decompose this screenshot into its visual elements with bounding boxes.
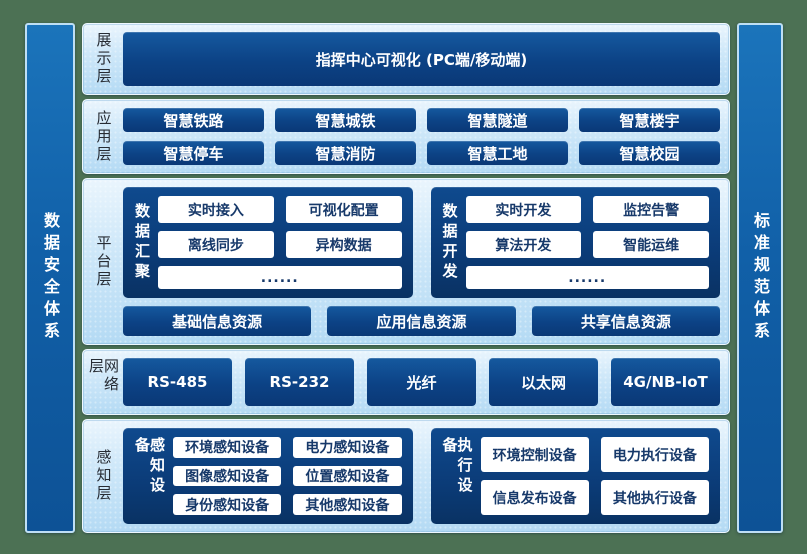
platform-layer-label: 平台层 bbox=[94, 234, 113, 289]
platform-resources: 基础信息资源 应用信息资源 共享信息资源 bbox=[123, 306, 720, 336]
group-sensing-devices-items: 环境感知设备 电力感知设备 图像感知设备 位置感知设备 身份感知设备 其他感知设… bbox=[173, 437, 402, 515]
display-layer-content: 指挥中心可视化 (PC端/移动端) bbox=[123, 32, 720, 86]
perception-item: 电力感知设备 bbox=[293, 437, 402, 458]
perception-item: 身份感知设备 bbox=[173, 494, 282, 515]
display-item-command-center: 指挥中心可视化 (PC端/移动端) bbox=[123, 32, 720, 86]
platform-item: 异构数据 bbox=[285, 231, 402, 258]
pillar-data-security: 数据安全体系 bbox=[25, 23, 75, 533]
pillar-data-security-label: 数据安全体系 bbox=[41, 212, 60, 344]
layer-panel-network: 网络层 RS-485 RS-232 光纤 以太网 4G/NB-IoT bbox=[82, 349, 730, 415]
platform-item: 算法开发 bbox=[465, 231, 582, 258]
app-item: 智慧消防 bbox=[275, 141, 416, 165]
app-item: 智慧校园 bbox=[579, 141, 720, 165]
network-layer-label-wrap: 网络层 bbox=[87, 358, 120, 406]
app-layer-label-wrap: 应用层 bbox=[92, 108, 114, 165]
resource-bar: 共享信息资源 bbox=[531, 306, 720, 336]
app-layer-label: 应用层 bbox=[94, 109, 113, 164]
platform-groups: 数据汇聚 实时接入 可视化配置 离线同步 异构数据 ...... 数据开发 bbox=[123, 187, 720, 298]
app-item: 智慧隧道 bbox=[427, 108, 568, 132]
perception-layer-content: 感知设备 环境感知设备 电力感知设备 图像感知设备 位置感知设备 身份感知设备 … bbox=[123, 428, 720, 524]
perception-item: 图像感知设备 bbox=[173, 465, 282, 487]
platform-item-more: ...... bbox=[158, 266, 402, 289]
group-data-development-title: 数据开发 bbox=[440, 202, 459, 283]
group-execution-devices-items: 环境控制设备 电力执行设备 信息发布设备 其他执行设备 bbox=[480, 437, 709, 515]
display-layer-label: 展示层 bbox=[94, 32, 113, 86]
app-item: 智慧停车 bbox=[123, 141, 264, 165]
group-sensing-devices-title: 感知设备 bbox=[133, 437, 166, 497]
layer-panel-display: 展示层 指挥中心可视化 (PC端/移动端) bbox=[82, 23, 730, 95]
platform-item: 监控告警 bbox=[593, 196, 709, 223]
group-execution-devices-title: 执行设备 bbox=[440, 437, 474, 497]
layer-panel-platform: 平台层 数据汇聚 实时接入 可视化配置 离线同步 异构数据 ...... bbox=[82, 178, 730, 345]
group-sensing-devices: 感知设备 环境感知设备 电力感知设备 图像感知设备 位置感知设备 身份感知设备 … bbox=[123, 428, 413, 524]
group-data-development: 数据开发 实时开发 监控告警 算法开发 智能运维 ...... bbox=[430, 187, 720, 298]
network-item: RS-485 bbox=[123, 358, 232, 406]
perception-layer-label: 感知层 bbox=[94, 449, 113, 503]
layer-panel-application: 应用层 智慧铁路 智慧城铁 智慧隧道 智慧楼宇 智慧停车 智慧消防 智慧工地 智… bbox=[82, 99, 730, 174]
platform-layer-label-wrap: 平台层 bbox=[92, 187, 114, 336]
network-layer-row: RS-485 RS-232 光纤 以太网 4G/NB-IoT bbox=[123, 358, 720, 406]
resource-bar: 基础信息资源 bbox=[123, 306, 312, 336]
network-item: 以太网 bbox=[489, 358, 598, 406]
group-data-aggregation-items: 实时接入 可视化配置 离线同步 异构数据 ...... bbox=[158, 196, 402, 289]
perception-item: 信息发布设备 bbox=[480, 480, 589, 515]
network-item: 光纤 bbox=[367, 358, 476, 406]
pillar-standard-spec-label: 标准规范体系 bbox=[751, 212, 770, 344]
app-item: 智慧铁路 bbox=[123, 108, 264, 132]
perception-item: 其他执行设备 bbox=[600, 480, 709, 515]
platform-layer-content: 数据汇聚 实时接入 可视化配置 离线同步 异构数据 ...... 数据开发 bbox=[123, 187, 720, 336]
platform-item: 实时开发 bbox=[465, 196, 582, 223]
display-layer-label-wrap: 展示层 bbox=[92, 32, 114, 86]
group-data-aggregation-title: 数据汇聚 bbox=[133, 202, 151, 283]
platform-item: 可视化配置 bbox=[285, 196, 402, 223]
app-layer-grid: 智慧铁路 智慧城铁 智慧隧道 智慧楼宇 智慧停车 智慧消防 智慧工地 智慧校园 bbox=[123, 108, 720, 165]
perception-item: 环境控制设备 bbox=[480, 437, 589, 472]
group-execution-devices-title-wrap: 执行设备 bbox=[440, 437, 474, 515]
network-item: 4G/NB-IoT bbox=[611, 358, 720, 406]
layer-stack: 展示层 指挥中心可视化 (PC端/移动端) 应用层 智慧铁路 智慧城铁 智慧隧道… bbox=[82, 23, 730, 533]
group-sensing-devices-title-wrap: 感知设备 bbox=[133, 437, 166, 515]
layer-panel-perception: 感知层 感知设备 环境感知设备 电力感知设备 图像感知设备 位置感知设备 身份感… bbox=[82, 419, 730, 533]
app-item: 智慧城铁 bbox=[275, 108, 416, 132]
perception-item: 电力执行设备 bbox=[600, 437, 709, 472]
platform-item: 离线同步 bbox=[158, 231, 274, 258]
group-data-development-items: 实时开发 监控告警 算法开发 智能运维 ...... bbox=[465, 196, 709, 289]
platform-item: 智能运维 bbox=[593, 231, 709, 258]
perception-layer-label-wrap: 感知层 bbox=[92, 428, 114, 524]
platform-item-more: ...... bbox=[465, 266, 709, 289]
group-data-aggregation: 数据汇聚 实时接入 可视化配置 离线同步 异构数据 ...... bbox=[123, 187, 413, 298]
app-item: 智慧工地 bbox=[427, 141, 568, 165]
perception-item: 位置感知设备 bbox=[293, 465, 402, 487]
perception-item: 环境感知设备 bbox=[173, 437, 282, 458]
network-layer-label: 网络层 bbox=[87, 358, 120, 394]
pillar-standard-spec: 标准规范体系 bbox=[737, 23, 783, 533]
group-data-development-title-wrap: 数据开发 bbox=[440, 196, 459, 289]
network-item: RS-232 bbox=[245, 358, 354, 406]
platform-item: 实时接入 bbox=[158, 196, 274, 223]
group-data-aggregation-title-wrap: 数据汇聚 bbox=[133, 196, 151, 289]
group-execution-devices: 执行设备 环境控制设备 电力执行设备 信息发布设备 其他执行设备 bbox=[430, 428, 720, 524]
resource-bar: 应用信息资源 bbox=[327, 306, 516, 336]
perception-item: 其他感知设备 bbox=[293, 494, 402, 515]
app-item: 智慧楼宇 bbox=[579, 108, 720, 132]
